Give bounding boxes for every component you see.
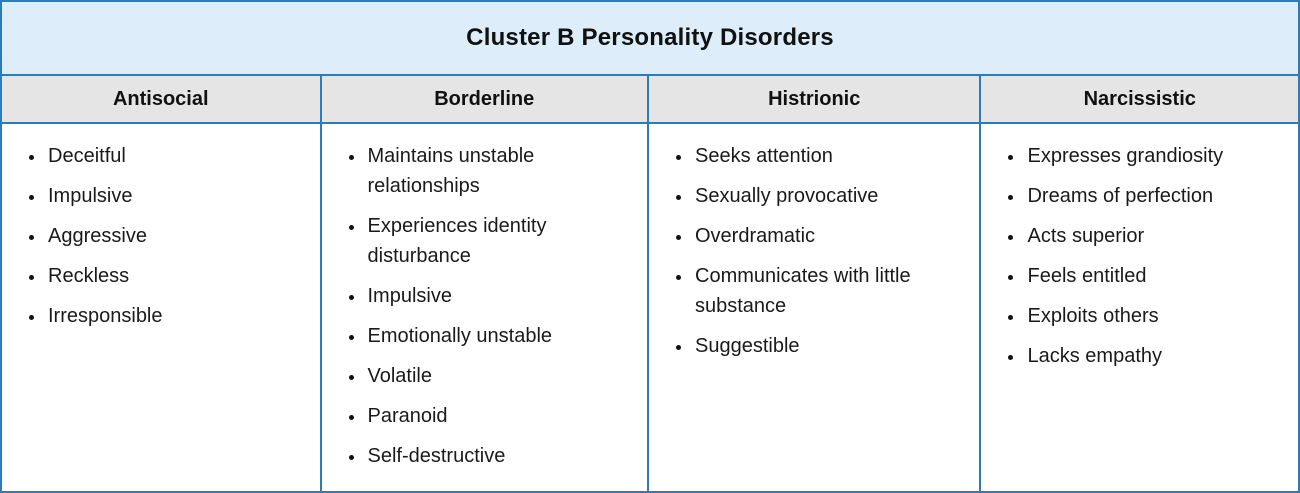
trait-item: Deceitful xyxy=(46,141,298,171)
trait-item: Lacks empathy xyxy=(1025,341,1276,371)
trait-list-narcissistic: Expresses grandiosityDreams of perfectio… xyxy=(981,141,1276,371)
trait-item: Expresses grandiosity xyxy=(1025,141,1276,171)
trait-item: Aggressive xyxy=(46,221,298,251)
trait-item: Exploits others xyxy=(1025,301,1276,331)
trait-item: Seeks attention xyxy=(693,141,957,171)
trait-item: Impulsive xyxy=(46,181,298,211)
trait-item: Feels entitled xyxy=(1025,261,1276,291)
trait-item: Suggestible xyxy=(693,331,957,361)
table-title: Cluster B Personality Disorders xyxy=(466,24,834,51)
column-cell-antisocial: DeceitfulImpulsiveAggressiveRecklessIrre… xyxy=(2,124,322,491)
column-header-antisocial: Antisocial xyxy=(2,76,322,122)
trait-item: Overdramatic xyxy=(693,221,957,251)
trait-list-antisocial: DeceitfulImpulsiveAggressiveRecklessIrre… xyxy=(2,141,298,331)
trait-item: Impulsive xyxy=(366,281,626,311)
trait-item: Dreams of perfection xyxy=(1025,181,1276,211)
table-body-row: DeceitfulImpulsiveAggressiveRecklessIrre… xyxy=(2,124,1298,491)
table-header-row: Antisocial Borderline Histrionic Narciss… xyxy=(2,76,1298,124)
trait-item: Communicates with little substance xyxy=(693,261,957,321)
column-header-borderline: Borderline xyxy=(321,76,649,122)
trait-item: Sexually provocative xyxy=(693,181,957,211)
trait-item: Volatile xyxy=(366,361,626,391)
column-header-histrionic: Histrionic xyxy=(649,76,982,122)
trait-item: Maintains unstable relationships xyxy=(366,141,626,201)
trait-list-histrionic: Seeks attentionSexually provocativeOverd… xyxy=(649,141,957,361)
trait-item: Self-destructive xyxy=(366,441,626,471)
trait-list-borderline: Maintains unstable relationshipsExperien… xyxy=(322,141,626,471)
trait-item: Acts superior xyxy=(1025,221,1276,251)
table-title-band: Cluster B Personality Disorders xyxy=(2,2,1298,76)
column-cell-borderline: Maintains unstable relationshipsExperien… xyxy=(321,124,649,491)
trait-item: Paranoid xyxy=(366,401,626,431)
column-cell-histrionic: Seeks attentionSexually provocativeOverd… xyxy=(649,124,982,491)
trait-item: Experiences identity disturbance xyxy=(366,211,626,271)
trait-item: Emotionally unstable xyxy=(366,321,626,351)
column-header-narcissistic: Narcissistic xyxy=(981,76,1298,122)
trait-item: Reckless xyxy=(46,261,298,291)
column-cell-narcissistic: Expresses grandiosityDreams of perfectio… xyxy=(981,124,1298,491)
trait-item: Irresponsible xyxy=(46,301,298,331)
